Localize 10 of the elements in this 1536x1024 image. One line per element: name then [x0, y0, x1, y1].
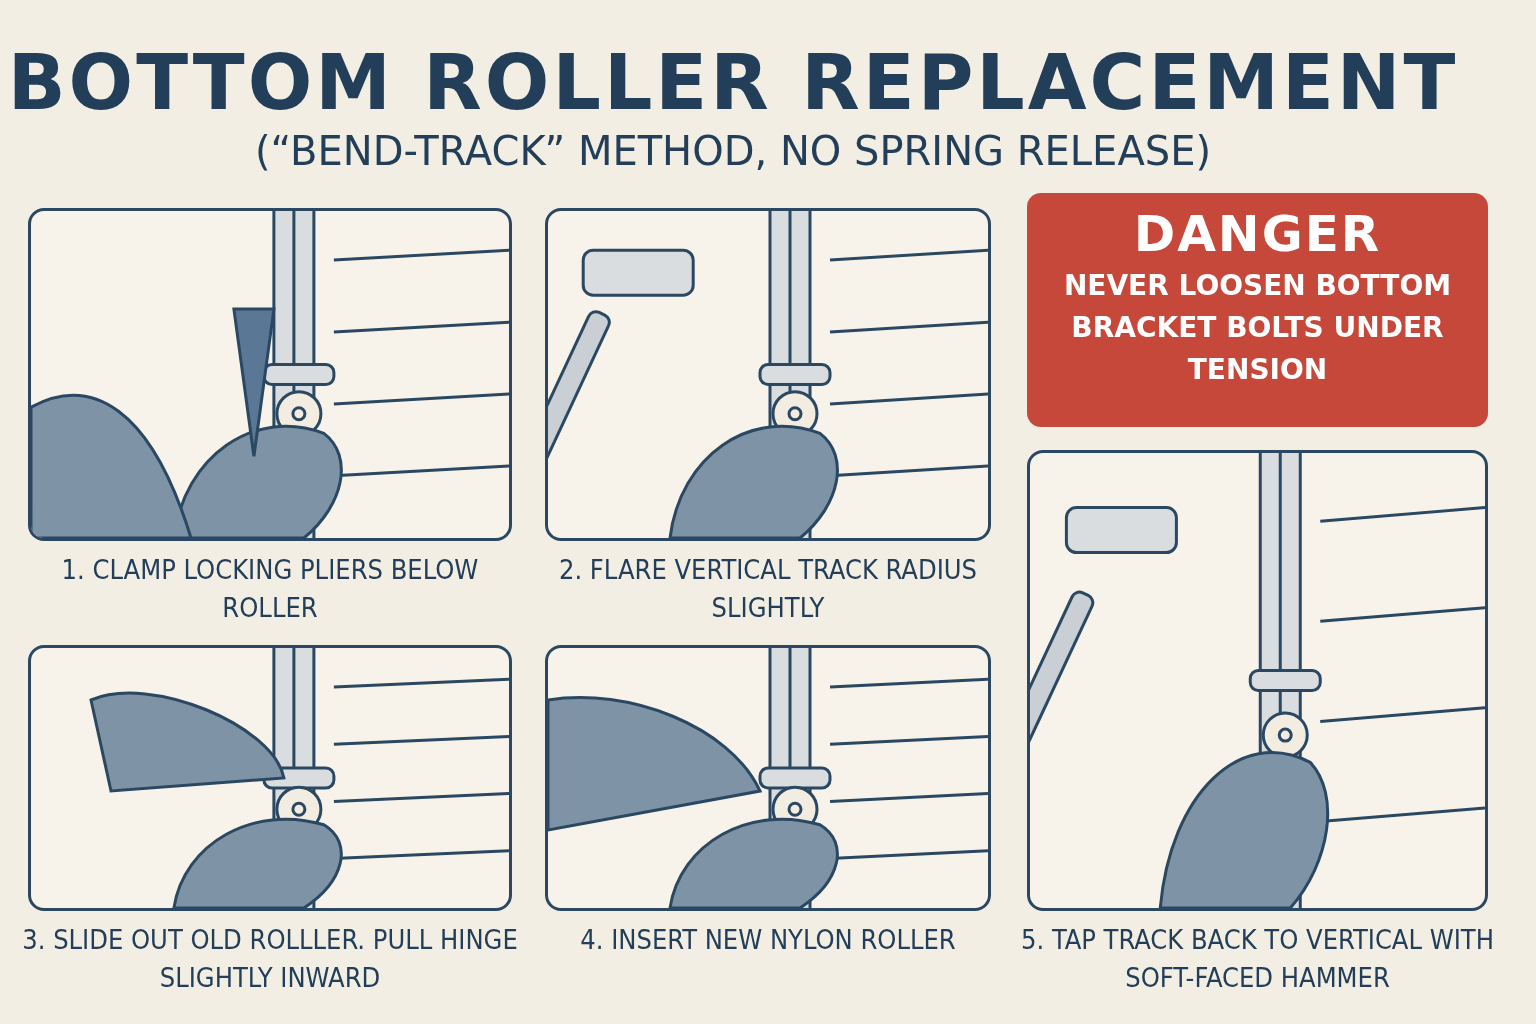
step-caption: 3. SLIDE OUT OLD ROLLLER. PULL HINGE SLIGHTLY INWARD	[21, 923, 519, 995]
subtitle: (“BEND-TRACK” METHOD, NO SPRING RELEASE)	[253, 128, 1213, 174]
step-caption: 5. TAP TRACK BACK TO VERTICAL WITH SOFT-FACED HAMMER	[1020, 923, 1495, 995]
step-caption: 4. INSERT NEW NYLON ROLLER	[579, 923, 957, 957]
warning-text: NEVER LOOSEN BOTTOM BRACKET BOLTS UNDER TENSION	[1062, 268, 1453, 388]
danger-sign	[1027, 193, 1488, 427]
step-caption: 2. FLARE VERTICAL TRACK RADIUS SLIGHTLY	[557, 553, 978, 625]
step-caption: 1. CLAMP LOCKING PLIERS BELOW ROLLER	[60, 553, 480, 625]
warning-heading: DANGER	[1132, 204, 1383, 265]
title: BOTTOM ROLLER REPLACEMENT	[6, 38, 1460, 127]
